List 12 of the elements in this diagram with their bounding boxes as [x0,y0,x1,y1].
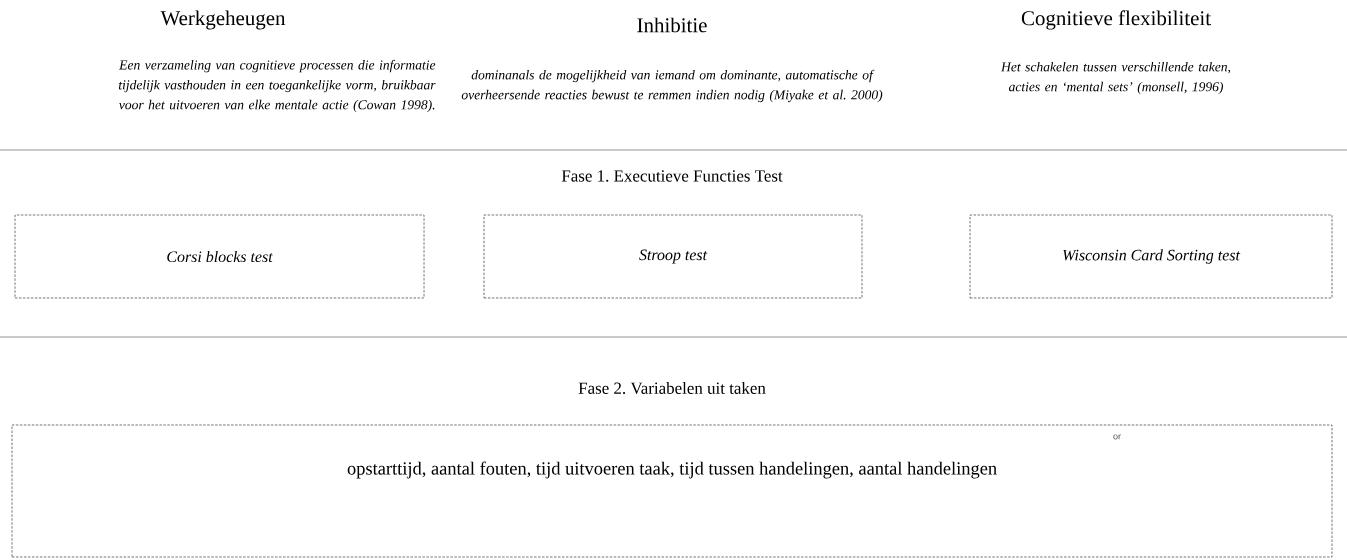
test-box: Stroop test [483,214,863,299]
heading: Cognitieve flexibiliteit [1021,10,1211,30]
description: dominanals de mogelijkheid van iemand om dominante, automatische of overheersende reacties bewust te remmen indien nodig (Miyake et al. 2000) [461,69,883,103]
test-box: Corsi blocks test [14,214,425,299]
variables-box: or opstarttijd, aantal fouten, tijd uitvoeren taak, tijd tussen handelingen, aantal handelingen [11,424,1333,558]
description: Het schakelen tussen verschillende taken, acties en ‘mental sets’ (monsell, 1996) [1000,61,1231,95]
heading: Werkgeheugen [160,10,286,30]
test-box: Wisconsin Card Sorting test [969,214,1333,299]
section-title: Fase 1. Executieve Functies Test [561,170,783,182]
heading: Inhibitie [637,17,707,33]
description: Een verzameling van cognitieve processen die informatie tijdelijk vasthouden in een toegankelijke vorm, bruikbaar voor het uitvoeren van elke mentale actie (Cowan 1998). [118,59,436,113]
section-title: Fase 2. Variabelen uit taken [578,382,766,394]
